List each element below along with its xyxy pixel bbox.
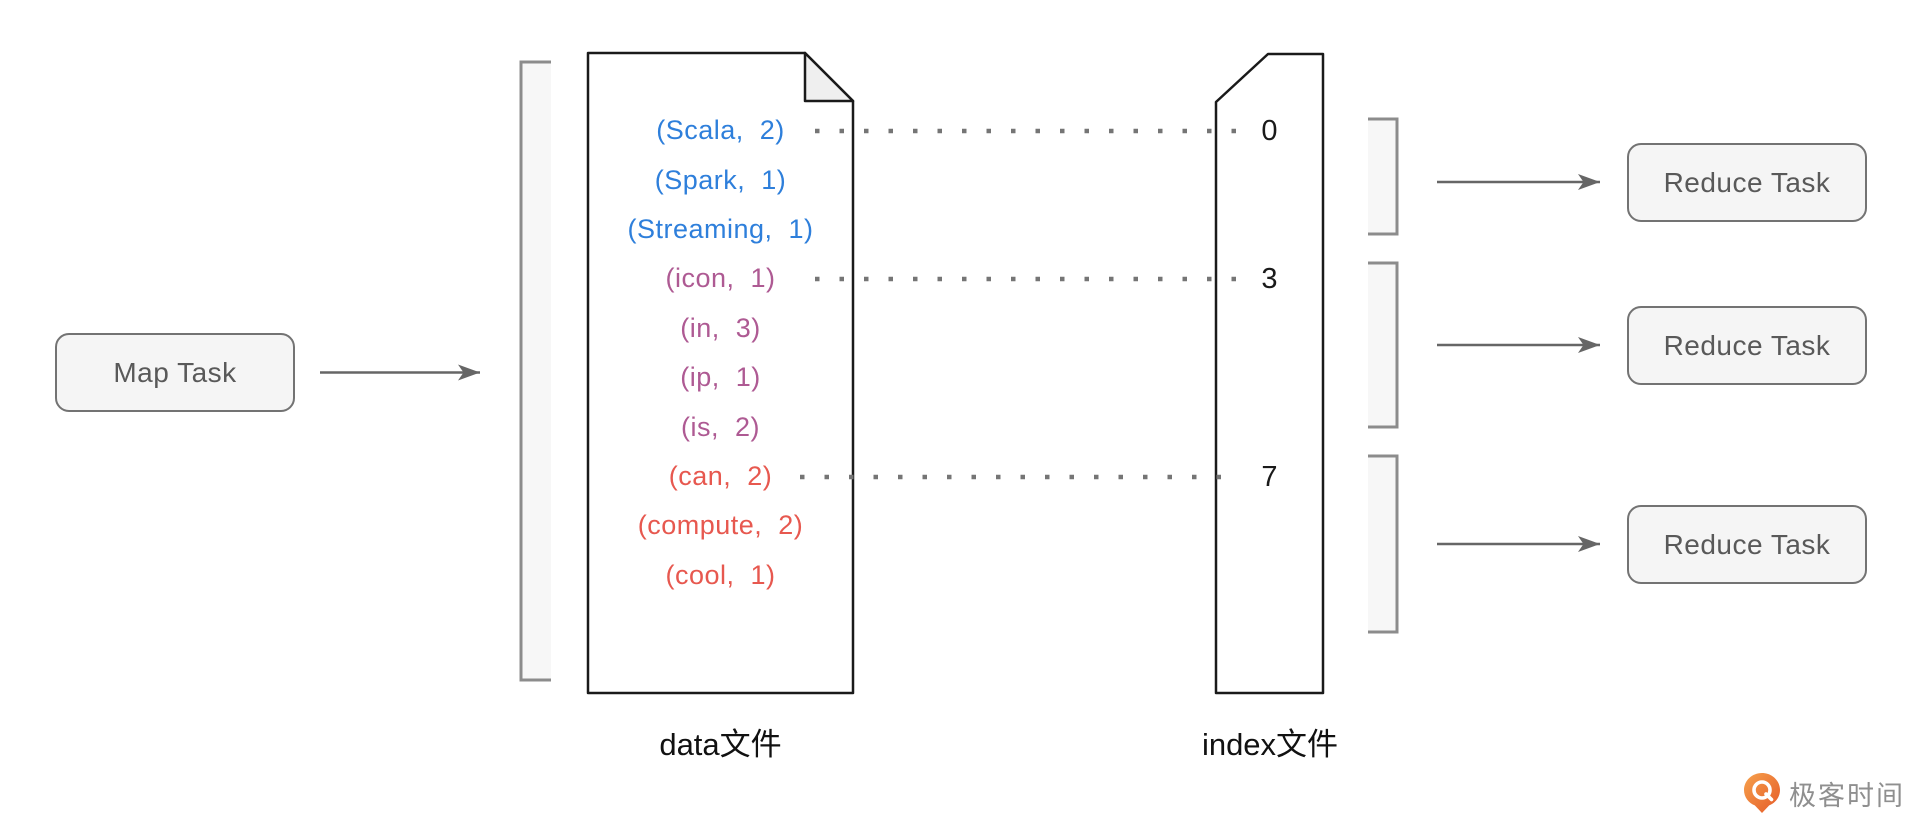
record-scala: (Scala, 2)	[656, 115, 785, 146]
map-output-bracket	[519, 60, 551, 682]
record-in: (in, 3)	[680, 312, 761, 343]
partition-bracket-3	[1368, 454, 1399, 634]
geektime-logo-icon	[1744, 773, 1780, 813]
map-task-node: Map Task	[55, 333, 295, 412]
record-streaming: (Streaming, 1)	[627, 213, 814, 244]
reduce-task-label: Reduce Task	[1663, 329, 1831, 361]
record-is: (is, 2)	[680, 411, 760, 442]
map-task-label: Map Task	[113, 356, 237, 388]
folded-corner-icon	[803, 51, 855, 103]
partition-bracket-2	[1368, 261, 1399, 429]
record-spark: (Spark, 1)	[654, 164, 787, 195]
data-file-shape	[586, 51, 855, 695]
geektime-logo-text: 极客时间	[1789, 780, 1905, 811]
record-cool: (cool, 1)	[665, 559, 776, 590]
record-compute: (compute, 2)	[637, 510, 804, 541]
reduce-task-node-3: Reduce Task	[1627, 505, 1867, 584]
geektime-logo: 极客时间	[1743, 772, 1905, 814]
record-icon: (icon, 1)	[665, 263, 776, 294]
index-file-label: index文件	[1201, 727, 1339, 762]
reduce-task-node-2: Reduce Task	[1627, 306, 1867, 385]
record-ip: (ip, 1)	[680, 362, 761, 393]
data-file-label: data文件	[659, 727, 782, 762]
reduce-task-node-1: Reduce Task	[1627, 143, 1867, 222]
index-offset-3: 3	[1261, 263, 1278, 295]
reduce-task-label: Reduce Task	[1663, 528, 1831, 560]
partition-bracket-1	[1368, 117, 1399, 236]
reduce-task-label: Reduce Task	[1663, 166, 1831, 198]
record-can: (can, 2)	[668, 460, 773, 491]
index-offset-7: 7	[1261, 461, 1278, 493]
index-file-shape	[1214, 52, 1325, 695]
index-offset-0: 0	[1261, 115, 1278, 147]
data-file-records: (Scala, 2) (Spark, 1) (Streaming, 1) (ic…	[588, 106, 853, 600]
